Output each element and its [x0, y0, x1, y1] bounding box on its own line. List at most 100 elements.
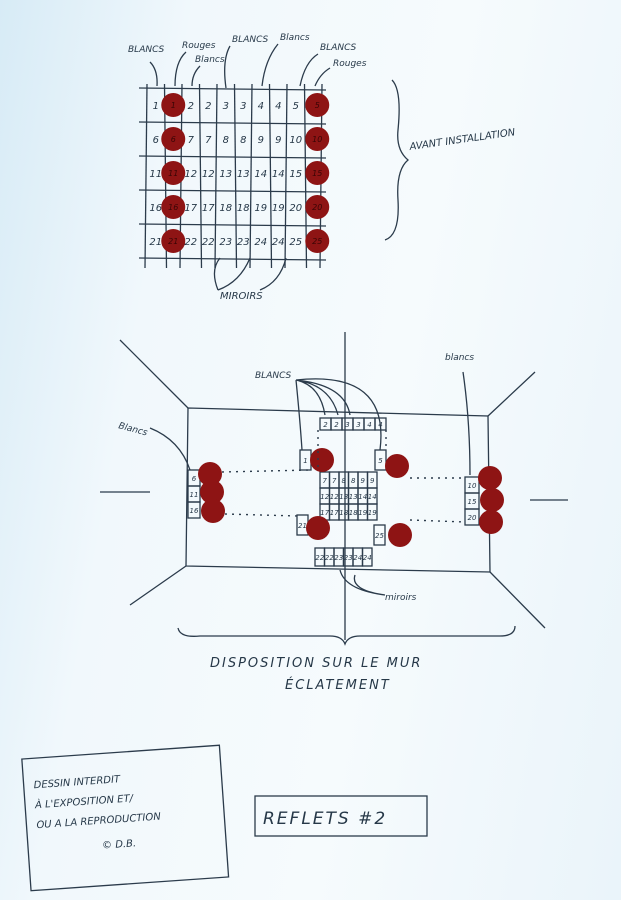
- grid-line: [144, 83, 148, 269]
- wall-cell: [187, 501, 201, 519]
- red-disc: [305, 161, 330, 185]
- cell-number: 2: [188, 101, 194, 112]
- disc-number: 20: [312, 203, 322, 212]
- wall-cell-number: 19: [368, 509, 377, 517]
- wall-cell-number: 19: [358, 509, 367, 517]
- cell-number: 17: [202, 203, 215, 214]
- cell-number: 14: [272, 169, 285, 180]
- cell-number: 9: [275, 135, 281, 146]
- cell-number: 7: [205, 135, 212, 146]
- wall-cell-number: 22: [315, 554, 324, 562]
- wall-cell-number: 6: [192, 475, 197, 483]
- cell-number: 5: [293, 101, 299, 112]
- red-disc: [200, 480, 224, 504]
- wall-cell-number: 24: [353, 554, 362, 562]
- cell-number: 13: [219, 169, 232, 180]
- disc-number: 1: [171, 101, 176, 110]
- dotted-guide: [224, 513, 299, 517]
- wall-cell-number: 23: [344, 554, 353, 562]
- grid-line: [138, 121, 327, 125]
- wall-cell-number: 9: [370, 477, 375, 485]
- grid-line: [138, 223, 327, 227]
- cell-number: 8: [223, 135, 229, 146]
- wall-cell-number: 10: [468, 482, 477, 490]
- miroirs-label-wall: miroirs: [385, 593, 417, 603]
- wall-cell-number: 17: [330, 509, 339, 517]
- wall-cell: [361, 547, 373, 567]
- miroirs-label-top: MIROIRS: [220, 291, 263, 302]
- wall-cell-number: 7: [323, 477, 328, 485]
- cell-number: 3: [223, 101, 229, 112]
- red-disc: [201, 499, 225, 523]
- cell-number: 16: [149, 203, 162, 214]
- wall-cell-number: 9: [361, 477, 366, 485]
- red-disc: [310, 448, 334, 472]
- title-box: [254, 795, 428, 837]
- wall-cell-number: 4: [378, 421, 382, 429]
- wall-blancs-left-label: Blancs: [117, 421, 148, 438]
- cell-number: 12: [184, 169, 197, 180]
- wall-cell-number: 22: [325, 554, 334, 562]
- cell-number: 2: [205, 101, 211, 112]
- room-perspective: [100, 332, 568, 640]
- wall-cell-number: 13: [339, 493, 348, 501]
- cell-number: 18: [237, 203, 250, 214]
- wall-cell: [374, 449, 387, 471]
- wall-cell-number: 20: [468, 514, 477, 522]
- wall-cell-number: 24: [363, 554, 372, 562]
- wall-cell-number: 3: [345, 421, 349, 429]
- dotted-guide: [409, 519, 466, 523]
- wall-cell-number: 7: [332, 477, 337, 485]
- cell-number: 24: [272, 237, 285, 248]
- disc-number: 15: [312, 169, 322, 178]
- wall-cell-number: 18: [339, 509, 348, 517]
- cell-number: 24: [254, 237, 267, 248]
- wall-cell: [464, 508, 480, 526]
- cell-number: 3: [240, 101, 246, 112]
- notice-box: DESSIN INTERDIT À L'EXPOSITION ET/ OU A …: [21, 744, 230, 892]
- red-disc: [161, 195, 186, 219]
- disc-number: 10: [312, 135, 322, 144]
- wall-cell-number: 13: [349, 493, 358, 501]
- red-disc: [305, 93, 330, 117]
- notice-line-3: OU A LA REPRODUCTION: [36, 811, 161, 831]
- wall-cell: [366, 503, 378, 521]
- wall-cell: [373, 524, 386, 546]
- cell-number: 10: [289, 135, 302, 146]
- wall-cell-number: 15: [468, 498, 477, 506]
- grid-line: [138, 87, 327, 91]
- wall-cell-number: 2: [323, 421, 328, 429]
- red-disc: [161, 93, 186, 117]
- cell-number: 9: [258, 135, 264, 146]
- title-reflets: REFLETS #2: [263, 809, 387, 829]
- cell-number: 20: [289, 203, 302, 214]
- disc-number: 25: [312, 237, 322, 246]
- wall-blancs-center-label: BLANCS: [255, 371, 292, 381]
- cell-number: 1: [153, 101, 159, 112]
- cell-number: 7: [188, 135, 195, 146]
- wall-cell-number: 17: [320, 509, 329, 517]
- red-disc: [305, 229, 330, 253]
- label-blancs-3: BLANCS: [232, 35, 269, 45]
- red-disc: [161, 127, 186, 151]
- bottom-brace: [177, 625, 516, 646]
- red-disc: [306, 516, 330, 540]
- red-disc: [305, 195, 330, 219]
- grid-line: [284, 83, 288, 269]
- grid-line: [268, 83, 273, 269]
- cell-number: 23: [219, 237, 232, 248]
- red-disc: [479, 510, 503, 534]
- eclatement-caption: ÉCLATEMENT: [285, 677, 391, 693]
- cell-number: 22: [184, 237, 197, 248]
- label-rouges-2: Rouges: [333, 59, 367, 69]
- cell-number: 19: [254, 203, 267, 214]
- wall-cell-number: 25: [375, 532, 384, 540]
- cell-number: 13: [237, 169, 250, 180]
- wall-cell-number: 8: [351, 477, 356, 485]
- disc-number: 21: [168, 237, 178, 246]
- red-disc: [385, 454, 409, 478]
- wall-cell-number: 16: [190, 507, 199, 515]
